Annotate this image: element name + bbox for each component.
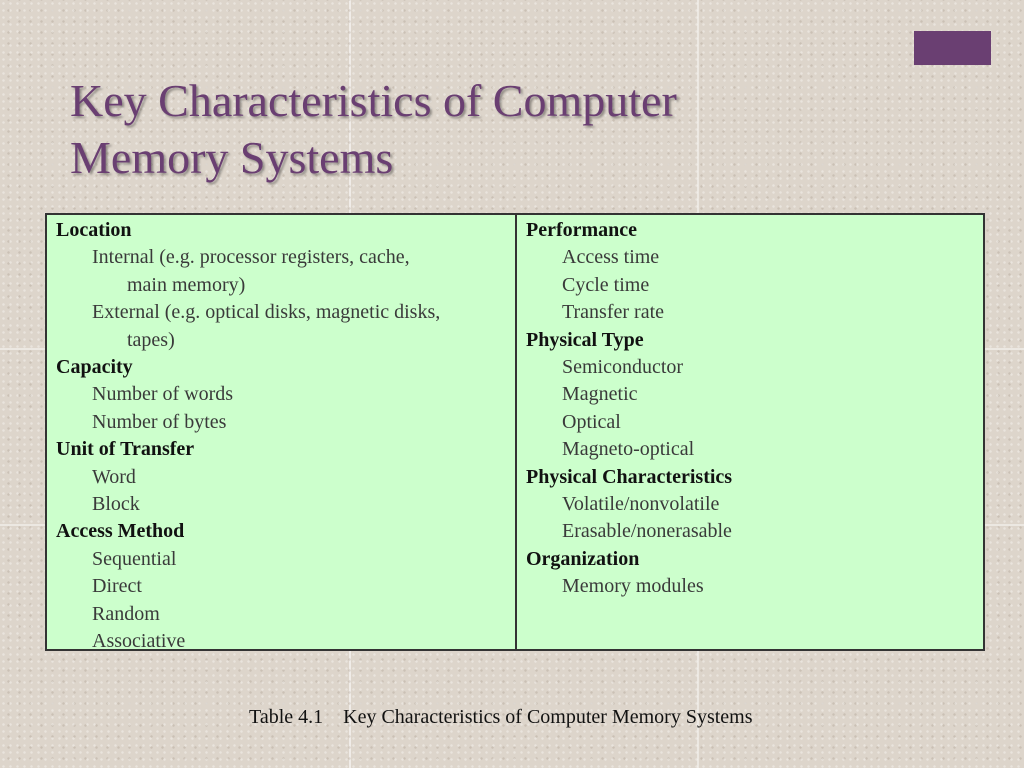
corner-accent-box: [914, 31, 991, 65]
category-item: Volatile/nonvolatile: [562, 493, 720, 516]
category-item: Number of words: [92, 383, 234, 406]
category-header: Physical Characteristics: [526, 465, 733, 488]
category-header: Organization: [526, 547, 640, 570]
category-item: Block: [92, 493, 140, 516]
category-header: Capacity: [56, 356, 133, 379]
caption-label: Table 4.1: [249, 706, 324, 728]
category-item: Memory modules: [562, 575, 704, 598]
category-item: main memory): [127, 273, 246, 296]
title-line-1: Key Characteristics of Computer: [70, 75, 677, 126]
category-item: Sequential: [92, 547, 177, 570]
slide-title: Key Characteristics of Computer Memory S…: [70, 72, 930, 186]
category-header: Physical Type: [526, 328, 644, 351]
category-header: Unit of Transfer: [56, 438, 195, 461]
caption-text: Key Characteristics of Computer Memory S…: [343, 706, 753, 728]
category-item: Number of bytes: [92, 410, 227, 433]
category-item: Internal (e.g. processor registers, cach…: [92, 246, 410, 269]
category-item: Erasable/nonerasable: [562, 520, 732, 543]
category-item: Word: [92, 465, 136, 488]
category-header: Location: [56, 219, 132, 241]
category-header: Performance: [526, 219, 638, 241]
category-item: Magnetic: [562, 383, 638, 406]
category-item: Optical: [562, 410, 621, 433]
category-item: Associative: [92, 630, 186, 653]
category-header: Access Method: [56, 520, 185, 543]
category-item: Random: [92, 602, 160, 625]
category-item: External (e.g. optical disks, magnetic d…: [92, 301, 441, 324]
category-item: Transfer rate: [562, 301, 665, 324]
table-caption: Table 4.1 Key Characteristics of Compute…: [249, 706, 753, 729]
category-item: Direct: [92, 575, 142, 598]
category-item: Semiconductor: [562, 356, 684, 379]
title-line-2: Memory Systems: [70, 132, 394, 183]
category-item: Magneto-optical: [562, 438, 695, 461]
category-item: Cycle time: [562, 273, 650, 296]
category-item: Access time: [562, 246, 660, 269]
category-item: tapes): [127, 328, 175, 351]
